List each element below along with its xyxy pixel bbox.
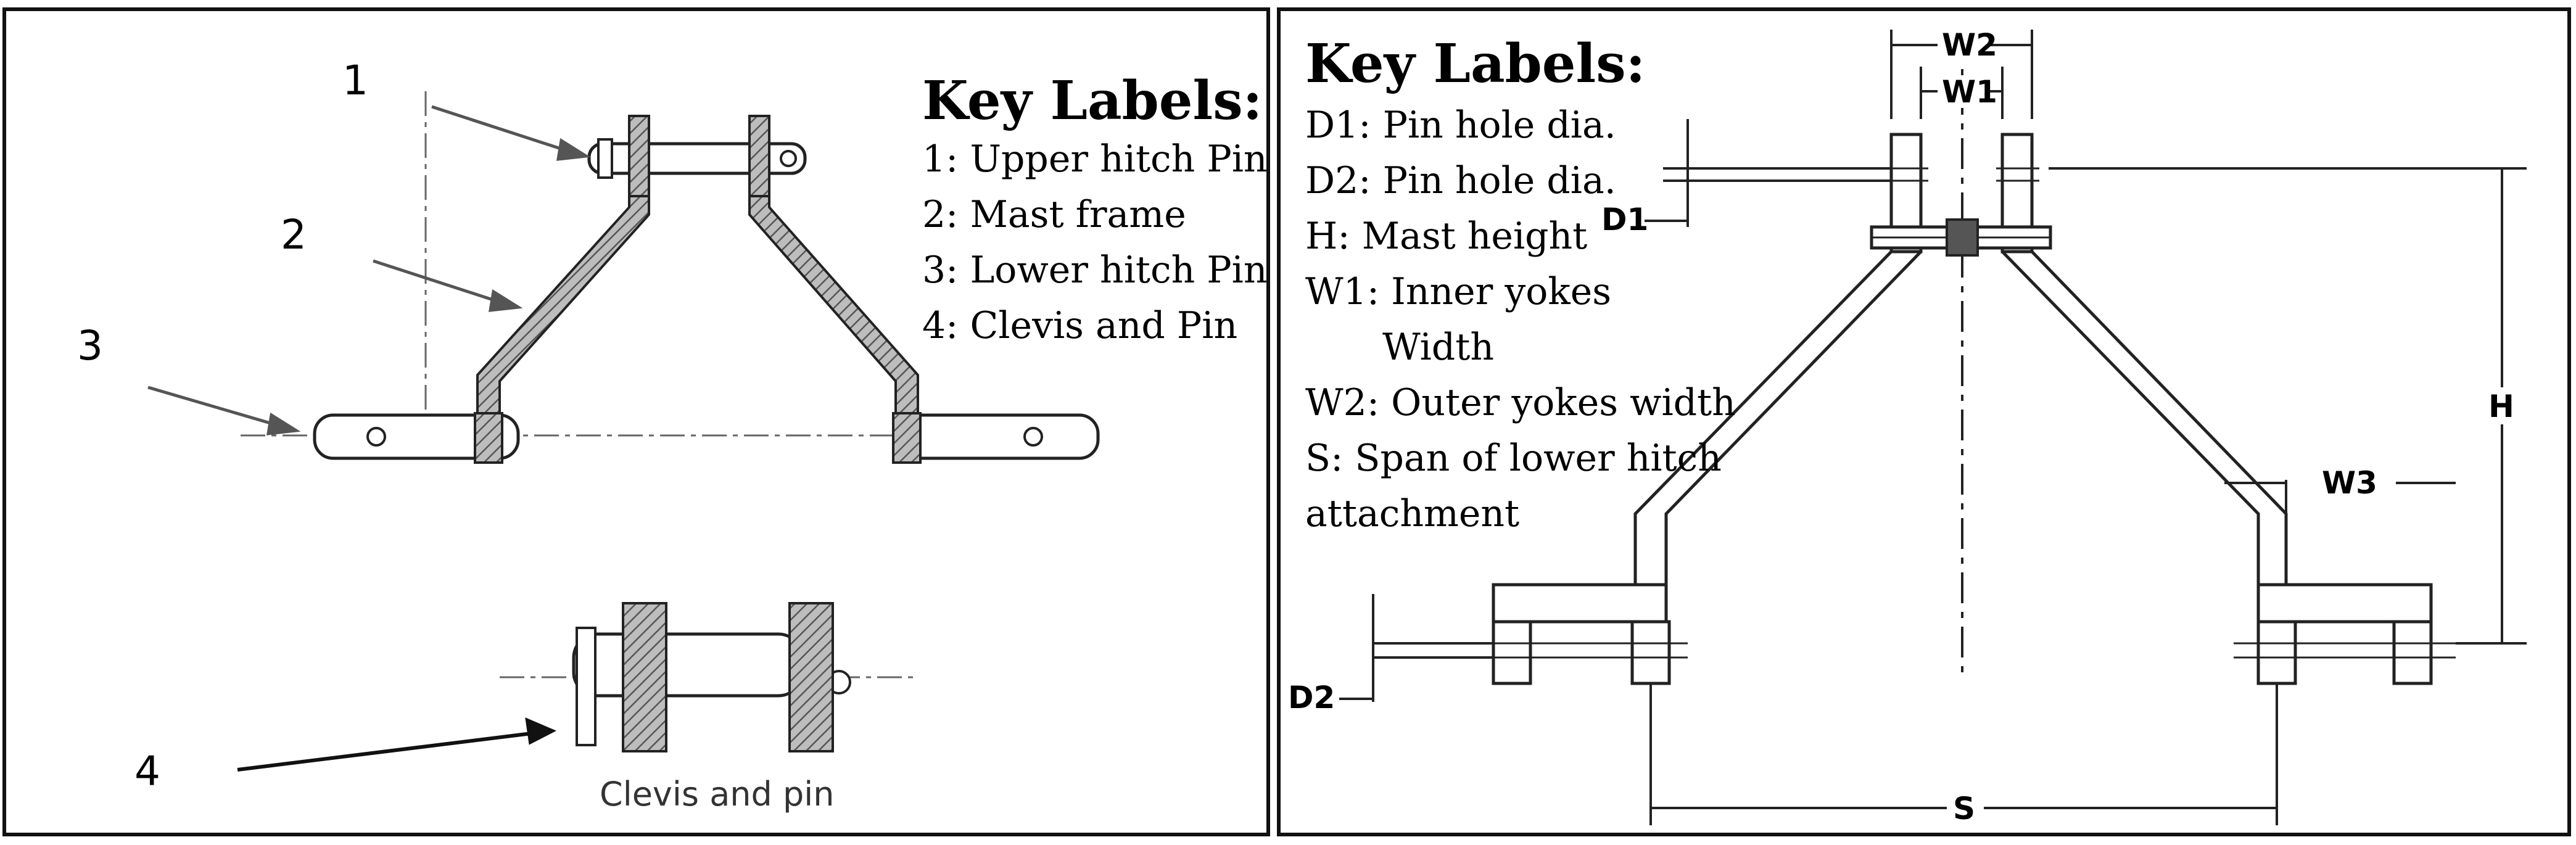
key-item-d1: D1: Pin hole dia.	[1305, 104, 1616, 147]
key-item-w2: W2: Outer yokes width	[1305, 381, 1736, 424]
callout-arrow-2	[373, 259, 497, 303]
w2-label-bg	[1938, 28, 1987, 60]
key-item-h: H: Mast height	[1305, 215, 1587, 258]
dim-label-h: H	[2488, 389, 2514, 424]
lower-clevis-left	[1466, 583, 1688, 685]
right-panel-dimension-drawing: W2 W1 D1 H W3 D2 S Key Labels: D1: Pin h…	[1277, 7, 2571, 836]
dim-label-d1: D1	[1601, 202, 1648, 237]
callout-number-4: 4	[134, 748, 160, 795]
mast-frame	[476, 195, 919, 419]
key-labels-title: Key Labels:	[922, 70, 1262, 132]
key-item-3: 3: Lower hitch Pin	[922, 249, 1266, 292]
key-item-s: S: Span of lower hitch	[1305, 437, 1722, 480]
callout-arrow-4	[237, 731, 537, 772]
dim-label-w3: W3	[2322, 465, 2377, 501]
dim-label-d2: D2	[1288, 680, 1335, 715]
dim-label-w2: W2	[1942, 27, 1997, 63]
lower-hitch-pin-left	[313, 412, 520, 464]
upper-pin	[1870, 218, 2052, 257]
mast-dimension-drawing: W2 W1 D1 H W3 D2 S Key Labels: D1: Pin h…	[1288, 27, 2527, 826]
h-label-bg	[2483, 387, 2520, 424]
key-labels-title: Key Labels:	[1305, 33, 1645, 95]
key-item-w1: W1: Inner yokes	[1305, 270, 1611, 313]
mast-assembly-drawing: 1 2 3 4 Clevis and pin Key Labels: 1: Up…	[77, 57, 1266, 814]
arrowhead-1	[556, 138, 591, 161]
arrowhead-4	[525, 717, 557, 745]
lower-clevis-right	[2234, 583, 2456, 685]
clevis-and-pin	[500, 602, 919, 752]
dim-label-w1: W1	[1942, 74, 1997, 110]
w1-label-bg	[1938, 76, 1987, 108]
callout-number-2: 2	[281, 211, 307, 258]
key-item-2: 2: Mast frame	[922, 193, 1186, 236]
key-item-d2: D2: Pin hole dia.	[1305, 159, 1616, 202]
clevis-caption: Clevis and pin	[600, 775, 834, 814]
left-panel-mast-drawing: 1 2 3 4 Clevis and pin Key Labels: 1: Up…	[2, 7, 1270, 836]
callout-arrow-3	[147, 385, 275, 426]
key-item-w1-continued: Width	[1382, 326, 1494, 369]
arrowhead-2	[488, 289, 523, 312]
callout-arrow-1	[431, 105, 565, 152]
key-item-s-continued: attachment	[1305, 492, 1519, 535]
callout-number-3: 3	[77, 322, 103, 369]
callout-number-1: 1	[342, 57, 368, 104]
arrowhead-3	[266, 412, 301, 435]
upper-hitch-pin	[587, 115, 807, 197]
key-item-1: 1: Upper hitch Pin	[922, 138, 1266, 181]
key-item-4: 4: Clevis and Pin	[922, 304, 1237, 347]
s-label-bg	[1947, 791, 1984, 825]
dim-label-s: S	[1953, 791, 1975, 826]
lower-hitch-pin-right	[892, 412, 1100, 464]
